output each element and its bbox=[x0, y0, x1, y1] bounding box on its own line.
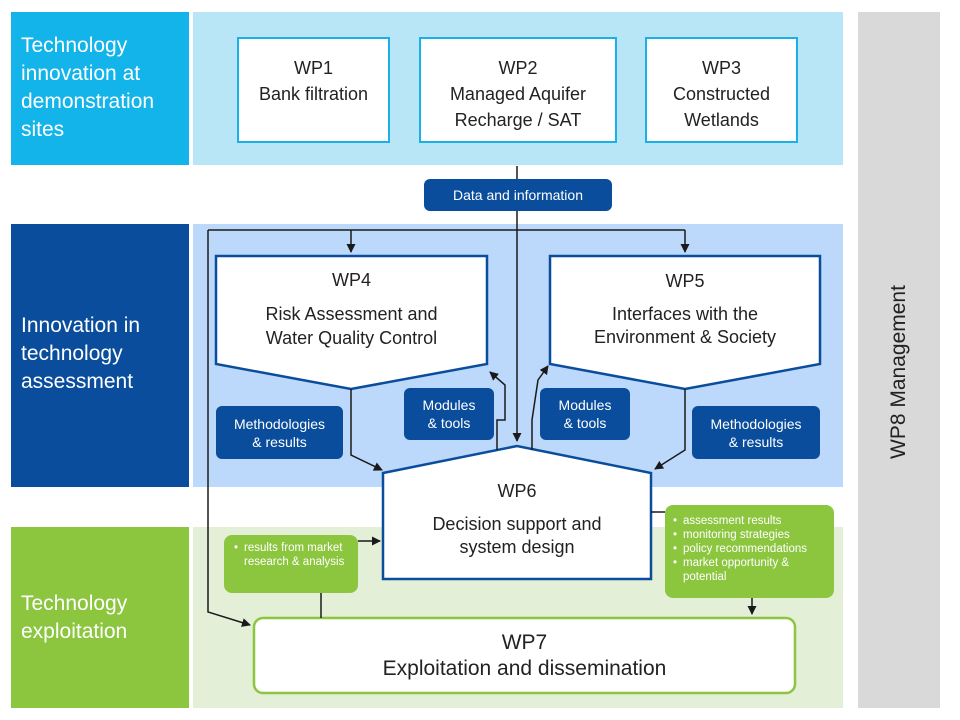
outputs-note-item: monitoring strategies bbox=[673, 528, 828, 542]
wp1-box: WP1 Bank filtration bbox=[237, 37, 390, 143]
pill-line: & tools bbox=[563, 415, 607, 431]
pill-line: & results bbox=[728, 433, 784, 450]
exploitation-label-line: exploitation bbox=[21, 620, 128, 643]
pill-line: Methodologies bbox=[233, 415, 326, 432]
wp5-shape bbox=[548, 254, 822, 391]
pill-line: Modules bbox=[422, 397, 476, 413]
exploitation-label-line: Technology bbox=[21, 592, 128, 615]
wp3-subtitle: Wetlands bbox=[684, 110, 759, 130]
wp7-shape bbox=[252, 616, 797, 695]
wp2-subtitle: Managed Aquifer bbox=[449, 84, 587, 104]
wp4-subtitle: Risk Assessment and bbox=[265, 304, 438, 324]
outputs-note: assessment results monitoring strategies… bbox=[665, 505, 834, 598]
wp5-text: WP5 Interfaces with the Environment & So… bbox=[550, 270, 820, 349]
data-info-label: Data and information bbox=[453, 187, 583, 203]
wp2-subtitle: Recharge / SAT bbox=[454, 110, 582, 130]
wp7-title: WP7 bbox=[501, 631, 548, 654]
wp7-subtitle: Exploitation and dissemination bbox=[382, 657, 667, 680]
wp4-shape bbox=[214, 254, 489, 391]
arrow-wp5-to-wp6 bbox=[654, 389, 686, 470]
modules-right-pill: Modules & tools bbox=[540, 388, 630, 440]
wp6-shape bbox=[381, 444, 653, 581]
assessment-label-line: technology bbox=[21, 342, 123, 365]
pill-line: & results bbox=[252, 433, 307, 450]
arrow-wp6-to-wp5 bbox=[531, 365, 549, 450]
wp3-title: WP3 bbox=[701, 58, 741, 78]
assessment-label-line: Innovation in bbox=[21, 314, 141, 337]
market-note-item: results from market research & analysis bbox=[234, 541, 352, 569]
methodologies-right-pill: Methodologies & results bbox=[692, 406, 820, 459]
modules-left-pill: Modules & tools bbox=[404, 388, 494, 440]
pill-line: Modules bbox=[558, 397, 612, 413]
assessment-label-line: assessment bbox=[21, 370, 134, 393]
wp5-subtitle: Environment & Society bbox=[593, 327, 777, 347]
outputs-note-item: policy recommendations bbox=[673, 542, 828, 556]
demo-label-line: sites bbox=[21, 118, 65, 141]
assessment-band-label: Innovation in technology assessment bbox=[11, 224, 189, 487]
market-research-note: results from market research & analysis bbox=[224, 535, 358, 593]
pill-line: Methodologies bbox=[710, 415, 802, 432]
wp6-subtitle: Decision support and bbox=[432, 514, 602, 534]
wp3-subtitle: Constructed bbox=[672, 84, 771, 104]
exploitation-band-label: Technology exploitation bbox=[11, 527, 189, 708]
wp2-box: WP2 Managed Aquifer Recharge / SAT bbox=[419, 37, 617, 143]
demo-label-line: demonstration bbox=[21, 90, 155, 113]
arrow-wp6-to-wp4 bbox=[489, 371, 506, 450]
wp1-subtitle: Bank filtration bbox=[258, 84, 369, 104]
wp6-title: WP6 bbox=[497, 481, 537, 501]
wp3-box: WP3 Constructed Wetlands bbox=[645, 37, 798, 143]
data-info-pill: Data and information bbox=[424, 179, 612, 211]
demo-label-line: innovation at bbox=[21, 62, 141, 85]
demo-label-line: Technology bbox=[21, 34, 128, 57]
outputs-note-item: market opportunity & potential bbox=[673, 556, 828, 584]
arrow-to-wp7-left bbox=[207, 230, 251, 627]
management-column: WP8 Management bbox=[858, 12, 940, 708]
wp5-title: WP5 bbox=[665, 271, 705, 291]
wp5-subtitle: Interfaces with the bbox=[611, 304, 759, 324]
wp2-title: WP2 bbox=[498, 58, 538, 78]
pill-line: & tools bbox=[427, 415, 471, 431]
wp4-text: WP4 Risk Assessment and Water Quality Co… bbox=[216, 268, 487, 350]
outputs-note-item: assessment results bbox=[673, 514, 828, 528]
arrow-wp4-to-wp6 bbox=[350, 389, 383, 471]
methodologies-left-pill: Methodologies & results bbox=[216, 406, 343, 459]
wp6-subtitle: system design bbox=[459, 537, 575, 557]
wp6-text: WP6 Decision support and system design bbox=[383, 480, 651, 559]
demo-band-label: Technology innovation at demonstration s… bbox=[11, 12, 189, 165]
wp7-text: WP7 Exploitation and dissemination bbox=[254, 630, 795, 682]
wp1-title: WP1 bbox=[293, 58, 333, 78]
wp4-title: WP4 bbox=[331, 270, 371, 290]
wp4-subtitle: Water Quality Control bbox=[265, 328, 438, 348]
